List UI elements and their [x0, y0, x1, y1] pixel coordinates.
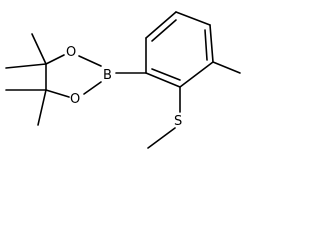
sulfur-label: S [174, 114, 182, 129]
ring-double-bond [151, 19, 177, 42]
boron-oxygen-bond [83, 81, 102, 95]
ring-bond [175, 11, 211, 26]
boron-label: B [103, 68, 112, 83]
atom-labels: O O B S [66, 45, 182, 129]
methyl-bond [5, 63, 47, 69]
ring-bond [209, 24, 214, 63]
methyl-bond [212, 61, 241, 74]
boron-oxygen-bond [78, 55, 102, 67]
methyl-bond [37, 89, 47, 126]
ring-double-bond [151, 68, 181, 81]
oxygen-label-bottom: O [70, 92, 80, 107]
ring-bond [179, 61, 214, 88]
oxygen-carbon-bond [45, 54, 65, 65]
ring-bond [145, 72, 181, 88]
oxygen-label-top: O [66, 45, 76, 60]
molecule-structure-diagram: O O B S [5, 11, 241, 149]
sulfur-methyl-bond [147, 127, 176, 149]
ring-double-bond [204, 29, 208, 61]
oxygen-carbon-bond [45, 89, 70, 98]
ring-bond [145, 11, 177, 39]
bond-lines [5, 11, 241, 149]
methyl-bond [31, 33, 47, 65]
structure-canvas: O O B S [5, 11, 241, 149]
